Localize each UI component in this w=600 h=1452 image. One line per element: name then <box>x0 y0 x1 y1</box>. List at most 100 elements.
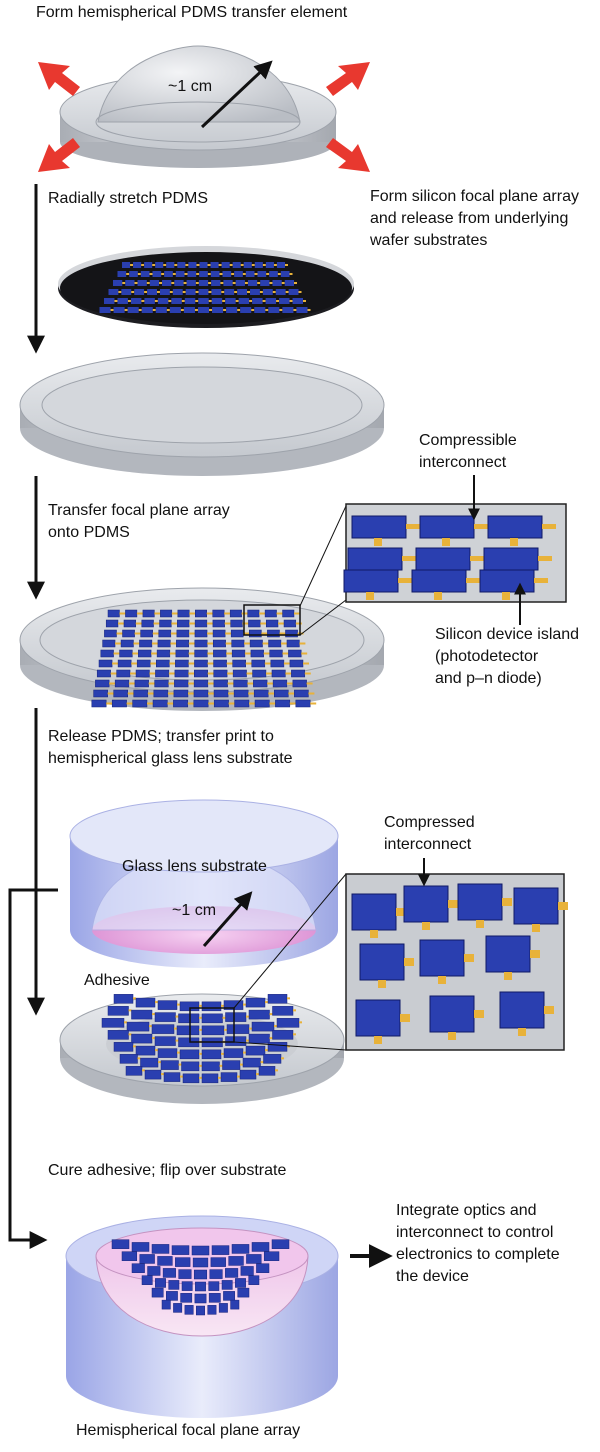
pixel-island <box>214 670 227 677</box>
interconnect <box>260 623 266 625</box>
inset-interconnect <box>398 578 412 583</box>
interconnect <box>247 291 250 293</box>
pixel-island <box>185 298 195 304</box>
pixel-island <box>254 307 265 313</box>
curved-pixel-island <box>223 1061 241 1070</box>
interconnect <box>263 300 266 302</box>
pixel-island <box>195 630 207 637</box>
final-pixel-island <box>264 1252 279 1261</box>
interconnect <box>252 264 255 266</box>
pixel-island <box>135 680 149 687</box>
interconnect <box>114 653 120 655</box>
interconnect <box>294 613 300 615</box>
final-pixel-island <box>209 1282 219 1291</box>
pixel-island <box>231 630 243 637</box>
stretch-label: Radially stretch PDMS <box>48 188 208 210</box>
curved-pixel-island <box>164 1073 180 1082</box>
interconnect <box>144 291 147 293</box>
pixel-island <box>125 280 134 286</box>
interconnect <box>288 693 294 695</box>
inset-pixel-island <box>486 936 530 972</box>
interconnect <box>237 1076 240 1078</box>
interconnect <box>170 643 176 645</box>
interconnect <box>265 1049 268 1051</box>
inset-pixel-island <box>404 886 448 922</box>
interconnect <box>225 633 231 635</box>
interconnect <box>251 309 254 311</box>
curved-pixel-island <box>108 1006 129 1015</box>
curved-pixel-island <box>202 1050 221 1059</box>
interconnect <box>161 273 164 275</box>
final-pixel-island <box>252 1242 269 1251</box>
interconnect <box>122 282 125 284</box>
interconnect <box>233 282 236 284</box>
interconnect <box>299 643 305 645</box>
interconnect <box>299 1021 302 1023</box>
pixel-island <box>222 262 230 268</box>
interconnect <box>209 300 212 302</box>
pixel-island <box>233 670 246 677</box>
inset-pixel-island <box>352 894 396 930</box>
inset-pixel-island <box>420 516 474 538</box>
pixel-island <box>281 271 290 277</box>
integrate-label-1: Integrate optics and <box>396 1200 537 1222</box>
final-pixel-island <box>272 1240 289 1249</box>
inset-interconnect <box>476 920 484 928</box>
interconnect <box>208 282 211 284</box>
pixel-island <box>212 307 223 313</box>
interconnect <box>223 1017 226 1019</box>
curved-pixel-island <box>202 1074 218 1083</box>
pixel-island <box>211 271 220 277</box>
pixel-island <box>162 280 171 286</box>
form-array-label-2: and release from underlying <box>370 208 568 230</box>
pixel-island <box>279 298 289 304</box>
pixel-island <box>139 640 151 647</box>
pixel-island <box>246 271 255 277</box>
interconnect <box>299 291 302 293</box>
interconnect <box>293 309 296 311</box>
interconnect <box>149 673 155 675</box>
interconnect <box>236 300 239 302</box>
final-pixel-island <box>152 1288 163 1297</box>
interconnect <box>293 1009 296 1011</box>
curved-pixel-island <box>126 1066 142 1075</box>
pixel-island <box>158 640 170 647</box>
interconnect <box>263 643 269 645</box>
pixel-island <box>154 690 168 697</box>
pixel-island <box>234 271 243 277</box>
pixel-island <box>199 280 208 286</box>
interconnect <box>267 683 273 685</box>
pixel-island <box>104 630 116 637</box>
pixel-island <box>249 630 261 637</box>
curved-pixel-island <box>158 1001 177 1010</box>
inset-interconnect <box>370 930 378 938</box>
pixel-island <box>277 262 285 268</box>
pixel-island <box>232 650 245 657</box>
final-label: Hemispherical focal plane array <box>76 1420 300 1442</box>
interconnect <box>137 613 143 615</box>
interconnect <box>231 273 234 275</box>
interconnect <box>114 300 117 302</box>
interconnect <box>179 1064 182 1066</box>
interconnect <box>285 264 288 266</box>
interconnect <box>183 291 186 293</box>
interconnect <box>237 309 240 311</box>
inset-pixel-island <box>500 992 544 1028</box>
pixel-island <box>129 271 138 277</box>
interconnect <box>135 282 138 284</box>
pixel-island <box>128 307 139 313</box>
interconnect <box>185 273 188 275</box>
pixel-island <box>234 680 248 687</box>
final-pixel-island <box>196 1306 204 1315</box>
final-pixel-island <box>112 1240 129 1249</box>
pixel-island <box>223 271 232 277</box>
interconnect <box>260 291 263 293</box>
pixel-island <box>114 307 125 313</box>
curved-pixel-island <box>161 1061 179 1070</box>
interconnect <box>168 300 171 302</box>
interconnect <box>199 1017 202 1019</box>
curved-pixel-island <box>202 1014 223 1023</box>
pixel-island <box>214 680 228 687</box>
pixel-island <box>212 298 222 304</box>
pixel-island <box>131 298 141 304</box>
